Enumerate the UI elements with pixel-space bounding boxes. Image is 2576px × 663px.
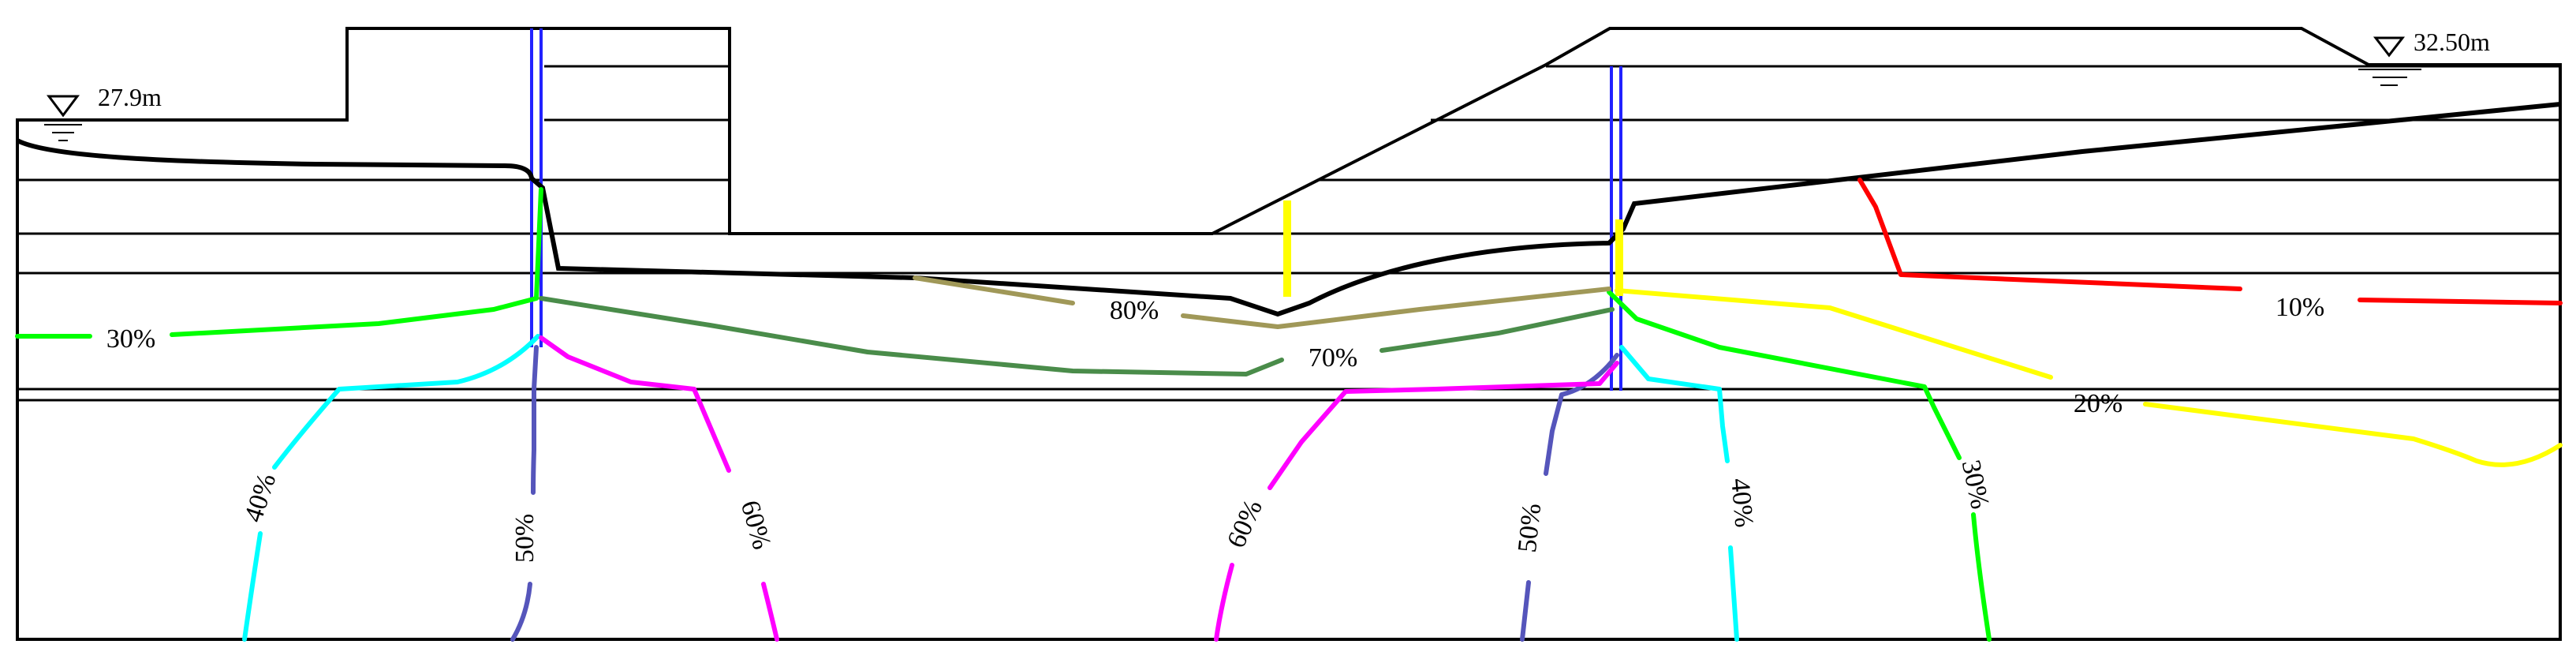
contour-c80 — [913, 275, 1611, 329]
water-level-triangle-icon — [2373, 36, 2406, 58]
phreatic-line — [16, 102, 2561, 317]
contour-c60-right — [1214, 361, 1619, 642]
contour-label-c40-right: 40% — [1725, 477, 1758, 528]
contour-label-c60-right: 60% — [1222, 496, 1268, 552]
section-outline — [16, 27, 2562, 641]
contour-labels: 10% 20% 30% 30% 40% 40% 50% 50% 60% 60% … — [106, 293, 2324, 563]
contour-c30-right — [1607, 290, 1992, 642]
contour-c60-left — [539, 335, 779, 642]
contour-c40-right — [1619, 345, 1739, 642]
contour-label-c60-left: 60% — [735, 497, 777, 552]
contour-c20-right — [1615, 288, 2563, 467]
contour-c10-right — [1857, 178, 2563, 305]
water-level-left-label: 27.9m — [98, 83, 162, 111]
contour-label-c10-right: 10% — [2275, 293, 2324, 322]
contour-label-c70: 70% — [1309, 343, 1357, 373]
contour-c50-right — [1520, 353, 1619, 642]
contour-label-c80: 80% — [1110, 296, 1159, 325]
boundary-line — [16, 27, 2562, 641]
contour-label-c20-right: 20% — [2074, 389, 2122, 418]
contour-c30-left — [15, 187, 543, 339]
contour-label-c40-left: 40% — [239, 470, 282, 526]
contour-label-c30-left: 30% — [106, 324, 155, 354]
water-level-left: 27.9m — [44, 83, 162, 141]
contour-lines — [15, 178, 2563, 642]
contour-c40-left — [242, 334, 540, 642]
contour-c50-left — [510, 345, 539, 642]
water-level-right-label: 32.50m — [2414, 28, 2490, 56]
water-level-triangle-icon — [47, 95, 80, 118]
contour-c70 — [539, 296, 1615, 376]
contour-label-c50-left: 50% — [510, 514, 539, 563]
contour-label-c30-right: 30% — [1956, 457, 1995, 511]
contour-label-c50-right: 50% — [1513, 502, 1547, 554]
water-level-right: 32.50m — [2358, 28, 2490, 86]
